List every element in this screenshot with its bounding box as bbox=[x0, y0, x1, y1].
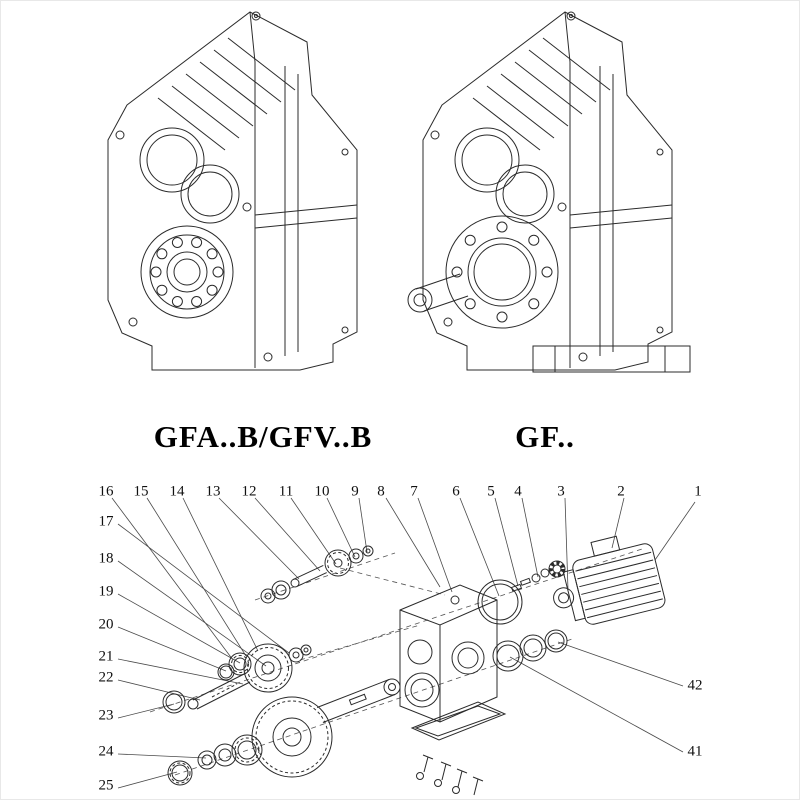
part-number-7: 7 bbox=[410, 483, 418, 500]
part-number-18: 18 bbox=[98, 550, 114, 567]
part-motor bbox=[553, 535, 666, 625]
leader-lines bbox=[111, 497, 696, 789]
part-seal-rings bbox=[492, 629, 568, 672]
part-number-13: 13 bbox=[205, 483, 221, 500]
part-number-19: 19 bbox=[98, 583, 114, 600]
part-number-16: 16 bbox=[98, 483, 114, 500]
gearbox-drawing-gf bbox=[407, 11, 691, 373]
part-input-shaft-cluster bbox=[260, 545, 374, 604]
part-number-24: 24 bbox=[98, 743, 114, 760]
part-number-42: 42 bbox=[687, 677, 703, 694]
part-number-4: 4 bbox=[514, 483, 522, 500]
part-number-12: 12 bbox=[241, 483, 257, 500]
part-number-17: 17 bbox=[98, 513, 114, 530]
part-housing bbox=[399, 584, 498, 723]
part-number-14: 14 bbox=[169, 483, 185, 500]
part-number-8: 8 bbox=[377, 483, 385, 500]
gearbox-drawing-gfab-gfvb bbox=[107, 11, 358, 371]
part-number-41: 41 bbox=[687, 743, 703, 760]
part-number-22: 22 bbox=[98, 669, 114, 686]
part-number-25: 25 bbox=[98, 777, 114, 794]
part-intermediate-gear-cluster bbox=[162, 643, 312, 714]
exploded-view-drawing bbox=[111, 497, 696, 796]
part-number-11: 11 bbox=[278, 483, 294, 500]
part-cover-plate-and-bolts bbox=[410, 701, 507, 796]
part-number-21: 21 bbox=[98, 648, 114, 665]
part-number-5: 5 bbox=[487, 483, 495, 500]
part-number-6: 6 bbox=[452, 483, 460, 500]
part-number-3: 3 bbox=[557, 483, 565, 500]
part-gasket-and-fasteners bbox=[477, 560, 566, 625]
model-label-gf: GF.. bbox=[515, 419, 575, 454]
part-number-23: 23 bbox=[98, 707, 114, 724]
model-label-gfab-gfvb: GFA..B/GFV..B bbox=[153, 419, 373, 454]
part-number-15: 15 bbox=[133, 483, 149, 500]
part-number-10: 10 bbox=[314, 483, 330, 500]
part-number-1: 1 bbox=[694, 483, 702, 500]
part-number-2: 2 bbox=[617, 483, 625, 500]
part-number-20: 20 bbox=[98, 616, 114, 633]
part-output-gear-cluster bbox=[167, 678, 401, 786]
part-number-9: 9 bbox=[351, 483, 359, 500]
